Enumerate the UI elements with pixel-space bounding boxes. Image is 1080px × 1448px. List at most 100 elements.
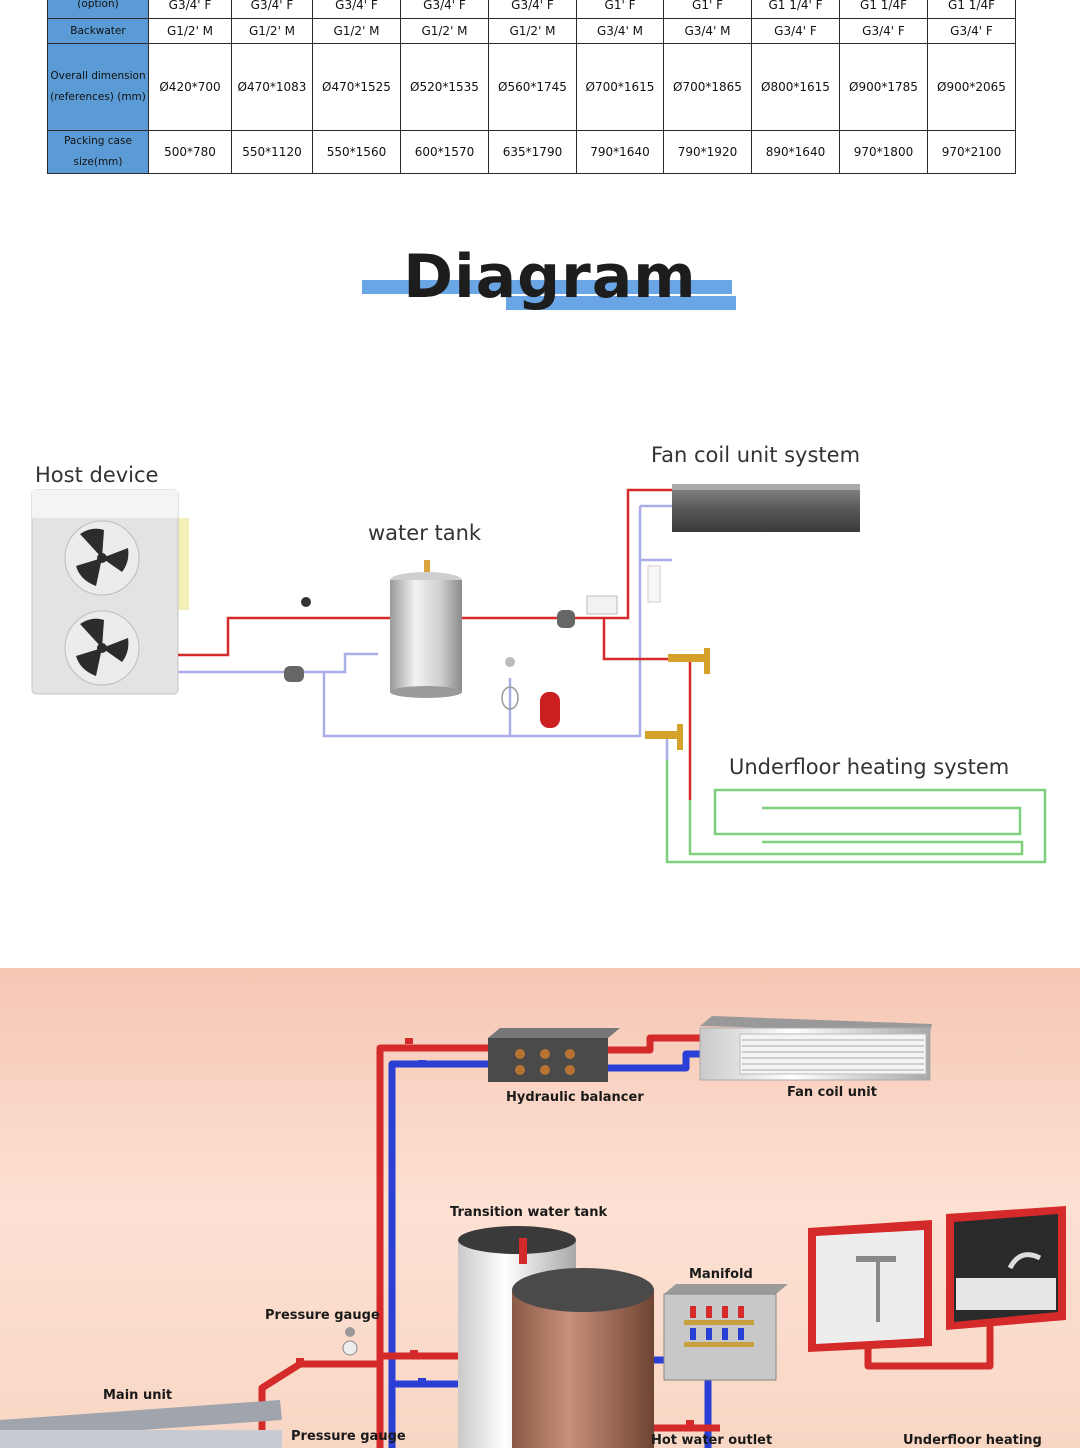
- spec-table-cell: 600*1570: [400, 130, 489, 174]
- spec-table-cell: 790*1640: [576, 130, 664, 174]
- spec-table-cell: Ø520*1535: [400, 43, 489, 131]
- spec-table-cell: G1 1/4F: [927, 0, 1016, 19]
- pressure-gauge-icon: [342, 1327, 358, 1356]
- bathtub-panel: [946, 1206, 1066, 1330]
- spec-table-cell: G1' F: [663, 0, 752, 19]
- underfloor-coil: [665, 760, 1047, 864]
- water-tank-label: water tank: [368, 521, 482, 545]
- host-device-unit: [31, 489, 189, 695]
- spec-table-cell: Ø470*1083: [231, 43, 313, 131]
- fan-coil-system-label: Fan coil unit system: [651, 443, 860, 467]
- fan-coil-unit: [672, 484, 860, 532]
- hydraulic-balancer: [488, 1028, 620, 1082]
- pressure-gauge-label-bottom: Pressure gauge: [291, 1429, 406, 1444]
- main-unit-label: Main unit: [103, 1388, 172, 1403]
- spec-table-cell: Ø420*700: [148, 43, 232, 131]
- pump-icon: [557, 610, 575, 628]
- valve-icon: [418, 1378, 426, 1384]
- expansion-tank: [501, 657, 560, 728]
- pressure-gauge-label-top: Pressure gauge: [265, 1308, 380, 1323]
- manifold-upper: [668, 648, 710, 674]
- pressure-sensor-icon: [301, 597, 311, 607]
- spec-table-cell: 500*780: [148, 130, 232, 174]
- spec-table-cell: 890*1640: [751, 130, 840, 174]
- underfloor-system-label: Underfloor heating system: [729, 755, 1009, 779]
- manifold-lower: [645, 724, 683, 750]
- underfloor-heating-label: Underfloor heating: [903, 1433, 1042, 1448]
- section-title-text: Diagram: [403, 242, 697, 312]
- spec-row-header: Backwater: [47, 18, 149, 44]
- title-underline-bar-2: [506, 296, 736, 310]
- controller-box: [647, 565, 661, 603]
- spec-row-header: Overall dimension (references) (mm): [47, 43, 149, 131]
- valve-icon: [686, 1420, 694, 1426]
- manifold-label: Manifold: [689, 1267, 753, 1282]
- spec-table-cell: G3/4' F: [488, 0, 577, 19]
- spec-table-cell: G1/2' M: [488, 18, 577, 44]
- fan-coil-unit-3d: [699, 1016, 932, 1081]
- section-title: Diagram: [360, 240, 740, 320]
- spec-table-cell: G3/4' F: [400, 0, 489, 19]
- controller-box: [586, 595, 618, 615]
- fan-coil-unit-label: Fan coil unit: [787, 1085, 877, 1100]
- spec-table-cell: 550*1120: [231, 130, 313, 174]
- host-device-label: Host device: [35, 463, 158, 487]
- spec-table-row: Overall dimension (references) (mm)Ø420*…: [47, 43, 1016, 131]
- hot-pipe-riser: [376, 1044, 500, 1448]
- spec-table-cell: G1 1/4F: [839, 0, 928, 19]
- fan-icon: [76, 528, 129, 586]
- hot-water-tank: [512, 1268, 654, 1448]
- spec-row-header: Packing case size(mm): [47, 130, 149, 174]
- spec-table-cell: G1/2' M: [231, 18, 313, 44]
- spec-table-cell: G3/4' F: [148, 0, 232, 19]
- spec-table-cell: G3/4' M: [663, 18, 752, 44]
- supply-pipe: [178, 616, 390, 657]
- spec-table-cell: G3/4' F: [231, 0, 313, 19]
- spec-table-cell: G3/4' F: [312, 0, 401, 19]
- fan-icon: [76, 618, 129, 676]
- spec-table-cell: 635*1790: [488, 130, 577, 174]
- spec-table-cell: Ø900*2065: [927, 43, 1016, 131]
- schematic-diagram: Host device water tank Fan coil unit sys…: [31, 443, 1047, 864]
- spec-table-cell: G1/2' M: [148, 18, 232, 44]
- spec-table-cell: Ø700*1615: [576, 43, 664, 131]
- spec-table-cell: 970*2100: [927, 130, 1016, 174]
- spec-table-cell: G1/2' M: [312, 18, 401, 44]
- spec-table-cell: 790*1920: [663, 130, 752, 174]
- spec-table-cell: G3/4' F: [839, 18, 928, 44]
- system-illustration: Hydraulic balancer Fan coil unit Transit…: [0, 968, 1080, 1448]
- water-tank-unit: [390, 560, 462, 698]
- spec-table-cell: G3/4' F: [751, 18, 840, 44]
- manifold-box: [663, 1284, 788, 1381]
- spec-table-cell: G3/4' F: [927, 18, 1016, 44]
- title-underline-bar: [362, 280, 732, 294]
- spec-table-cell: Ø470*1525: [312, 43, 401, 131]
- valve-icon: [418, 1060, 426, 1066]
- spec-table-cell: Ø800*1615: [751, 43, 840, 131]
- spec-table-cell: Ø900*1785: [839, 43, 928, 131]
- main-unit: [0, 1400, 282, 1448]
- spec-table-cell: G1 1/4' F: [751, 0, 840, 19]
- spec-table-cell: Ø560*1745: [488, 43, 577, 131]
- shower-panel: [808, 1220, 932, 1352]
- pump-icon: [284, 666, 304, 682]
- spec-table-cell: 970*1800: [839, 130, 928, 174]
- transition-tank-label: Transition water tank: [450, 1205, 607, 1220]
- valve-icon: [296, 1358, 304, 1364]
- cold-pipe-riser: [388, 1060, 500, 1448]
- valve-icon: [405, 1038, 413, 1044]
- spec-table-cell: G1' F: [576, 0, 664, 19]
- hot-water-outlet-label: Hot water outlet: [651, 1433, 772, 1448]
- spec-table-cell: 550*1560: [312, 130, 401, 174]
- spec-table-cell: G1/2' M: [400, 18, 489, 44]
- spec-row-header: (option): [47, 0, 149, 19]
- hydraulic-balancer-label: Hydraulic balancer: [506, 1090, 644, 1105]
- valve-icon: [410, 1350, 418, 1356]
- spec-table-cell: Ø700*1865: [663, 43, 752, 131]
- spec-table-cell: G3/4' M: [576, 18, 664, 44]
